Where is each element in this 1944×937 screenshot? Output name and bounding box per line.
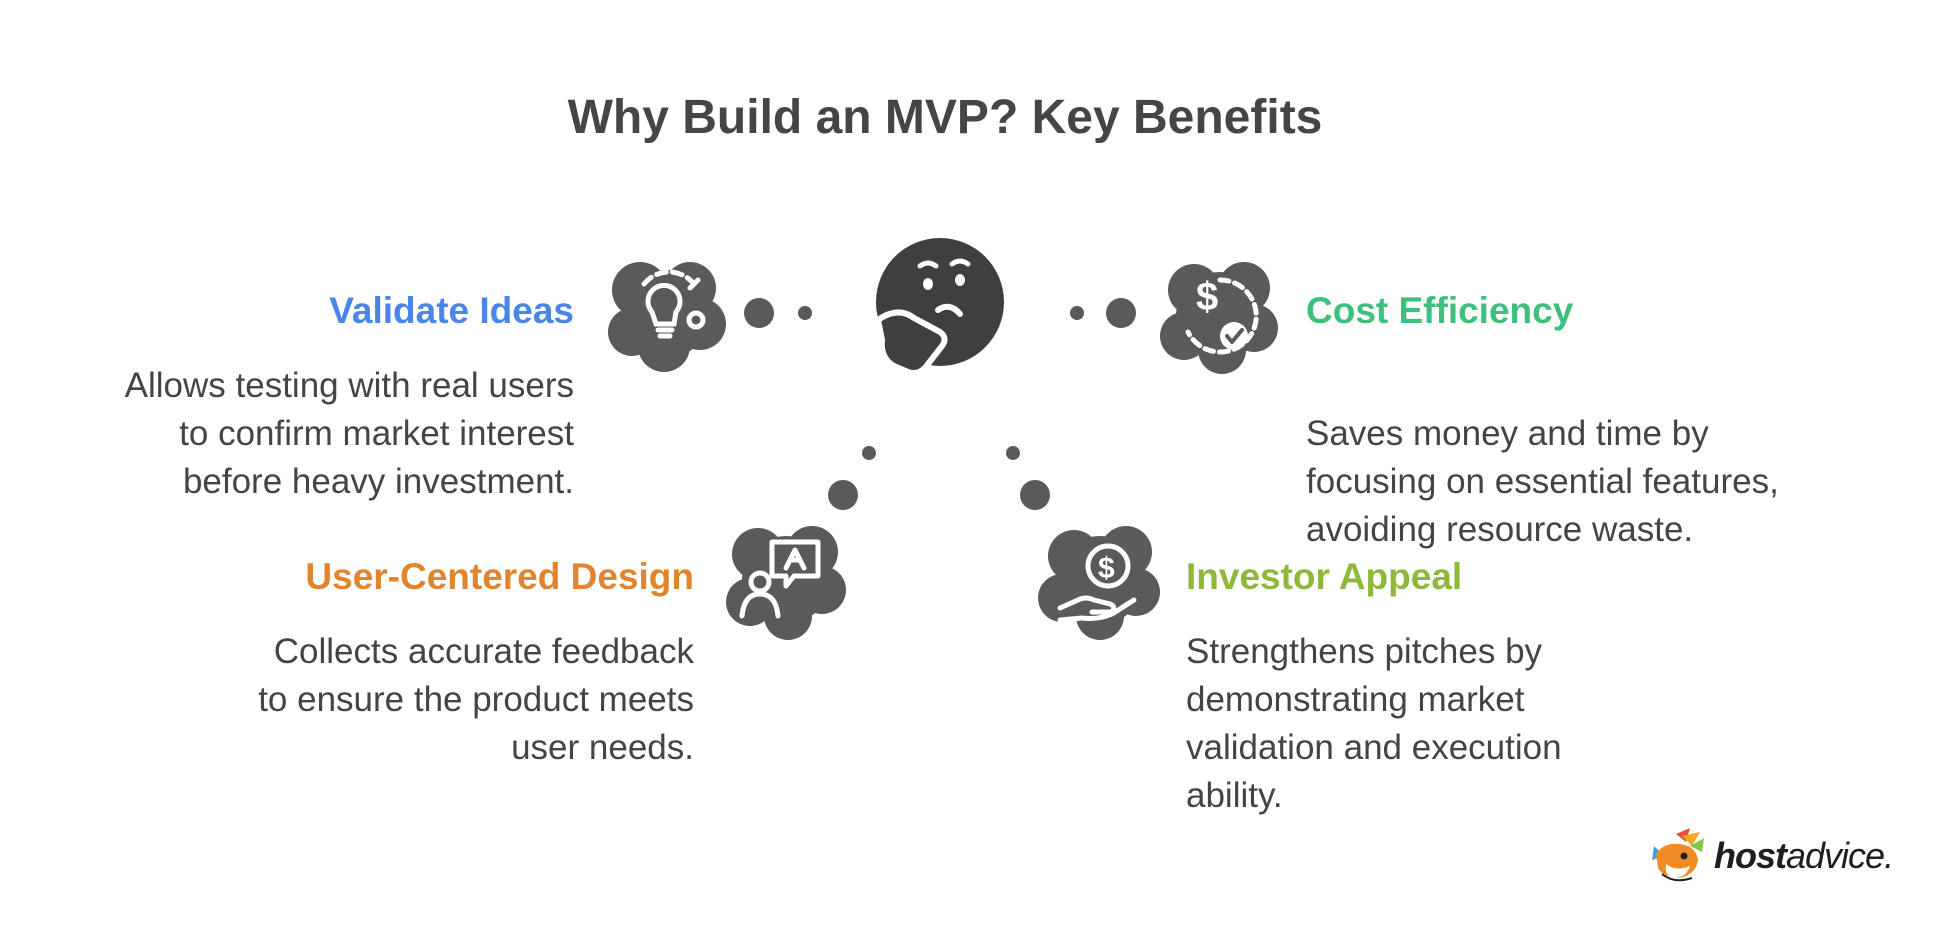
description-line: Strengthens pitches by [1186,632,1543,671]
connector-dot [1070,306,1084,320]
investor-appeal-heading: Investor Appeal [1186,556,1463,597]
description-line: validation and execution [1186,728,1562,767]
connector-dot [744,298,774,328]
investor-appeal-description: Strengthens pitches by demonstrating mar… [1186,628,1706,820]
svg-text:$: $ [1196,275,1218,319]
description-line: Allows testing with real users [124,366,574,405]
logo-bold-part: host [1714,835,1787,876]
connector-dot [1020,480,1050,510]
hostadvice-logo: hostadvice. [1646,826,1894,886]
connector-dot [1006,446,1020,460]
cost-efficiency-description: Saves money and time by focusing on esse… [1306,410,1886,554]
description-line: to confirm market interest [179,414,574,453]
description-line: before heavy investment. [182,462,574,501]
description-line: ability. [1186,776,1283,815]
connector-dot [862,446,876,460]
description-line: avoiding resource waste. [1306,510,1694,549]
user-centered-design-heading: User-Centered Design [305,556,694,597]
logo-regular-part: advice. [1786,835,1894,876]
description-line: Collects accurate feedback [273,632,694,671]
dollar-check-icon: $ [1160,262,1278,374]
description-line: Saves money and time by [1306,414,1709,453]
description-line: demonstrating market [1186,680,1525,719]
connector-dot [1106,298,1136,328]
description-line: user needs. [511,728,694,767]
description-line: to ensure the product meets [258,680,694,719]
validate-ideas-description: Allows testing with real users to confir… [14,362,574,506]
thinking-face-icon [875,238,1004,376]
cost-efficiency-heading: Cost Efficiency [1306,290,1574,331]
connector-dot [798,306,812,320]
lightbulb-icon [608,262,726,372]
svg-text:$: $ [1098,552,1115,585]
diagram-title: Why Build an MVP? Key Benefits [567,91,1323,144]
connector-dot [828,480,858,510]
logo-wordmark: hostadvice. [1714,835,1894,877]
feedback-user-icon [726,526,846,640]
money-hand-icon: $ [1038,526,1160,640]
validate-ideas-heading: Validate Ideas [329,290,574,331]
user-centered-design-description: Collects accurate feedback to ensure the… [134,628,694,772]
fox-mascot-icon [1652,828,1704,882]
description-line: focusing on essential features, [1306,462,1779,501]
